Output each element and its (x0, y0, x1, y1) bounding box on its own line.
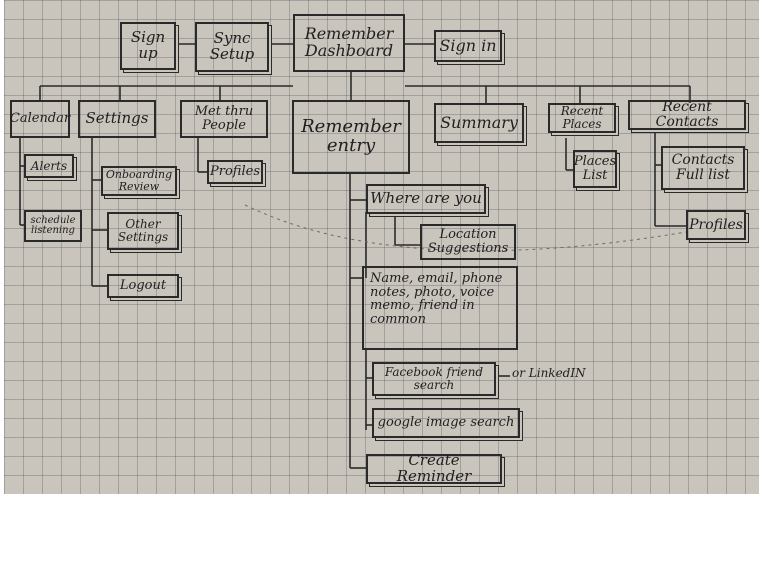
node-settings: Settings (78, 100, 156, 138)
node-recent-contacts: Recent Contacts (628, 100, 746, 130)
node-profiles-people-label: Profiles (210, 164, 260, 180)
node-profiles-people: Profiles (207, 160, 263, 184)
node-remember-entry: Remember entry (292, 100, 410, 174)
node-sync-setup-label: Sync Setup (209, 29, 255, 63)
node-sign-up: Sign up (120, 22, 176, 70)
node-entry-details-label: Name, email, phone notes, photo, voice m… (370, 271, 503, 327)
node-onboarding-review-label: Onboarding Review (105, 168, 173, 193)
node-dashboard-label: Remember Dashboard (304, 24, 394, 60)
node-facebook-search-label: Facebook friend search (384, 365, 484, 392)
node-alerts: Alerts (24, 154, 74, 178)
node-location-suggestions-label: Location Suggestions (427, 227, 509, 256)
node-sign-in: Sign in (434, 30, 502, 62)
node-other-settings-label: Other Settings (117, 217, 169, 244)
node-sign-up-label: Sign up (130, 28, 166, 62)
annotation-linkedin: or LinkedIN (512, 366, 586, 380)
node-where-are-you: Where are you (366, 184, 486, 214)
node-recent-places: Recent Places (548, 103, 616, 133)
node-sync-setup: Sync Setup (195, 22, 269, 72)
node-met-thru-people: Met thru People (180, 100, 268, 138)
node-schedule-listening-label: schedule listening (30, 214, 76, 236)
node-alerts-label: Alerts (30, 158, 68, 173)
node-schedule-listening: schedule listening (24, 210, 82, 242)
node-summary-label: Summary (440, 112, 518, 132)
node-places-list: Places List (573, 150, 617, 188)
pencil-arc (244, 204, 687, 252)
node-calendar-label: Calendar (9, 111, 71, 127)
node-calendar: Calendar (10, 100, 70, 138)
node-create-reminder: Create Reminder (366, 451, 502, 485)
node-google-image-search-label: google image search (377, 415, 515, 431)
node-logout: Logout (107, 274, 179, 298)
node-entry-details: Name, email, phone notes, photo, voice m… (362, 266, 518, 350)
node-sign-in-label: Sign in (439, 35, 497, 55)
node-contacts-full-list: Contacts Full list (661, 146, 745, 190)
node-create-reminder-label: Create Reminder (396, 451, 472, 485)
node-places-list-label: Places List (573, 154, 617, 183)
node-where-are-you-label: Where are you (370, 189, 482, 208)
node-google-image-search: google image search (372, 408, 520, 438)
node-met-thru-people-label: Met thru People (194, 104, 254, 133)
node-recent-contacts-label: Recent Contacts (655, 99, 719, 130)
node-other-settings: Other Settings (107, 212, 179, 250)
node-profiles-contacts-label: Profiles (689, 216, 743, 233)
node-remember-entry-label: Remember entry (301, 116, 401, 156)
node-settings-label: Settings (85, 109, 149, 128)
node-logout-label: Logout (119, 278, 167, 294)
node-contacts-full-list-label: Contacts Full list (671, 152, 735, 183)
node-location-suggestions: Location Suggestions (420, 224, 516, 260)
node-facebook-search: Facebook friend search (372, 362, 496, 396)
node-recent-places-label: Recent Places (560, 104, 604, 131)
node-onboarding-review: Onboarding Review (101, 166, 177, 196)
graph-paper (4, 0, 759, 494)
node-profiles-contacts: Profiles (686, 210, 746, 240)
node-summary: Summary (434, 103, 524, 143)
node-dashboard: Remember Dashboard (293, 14, 405, 72)
